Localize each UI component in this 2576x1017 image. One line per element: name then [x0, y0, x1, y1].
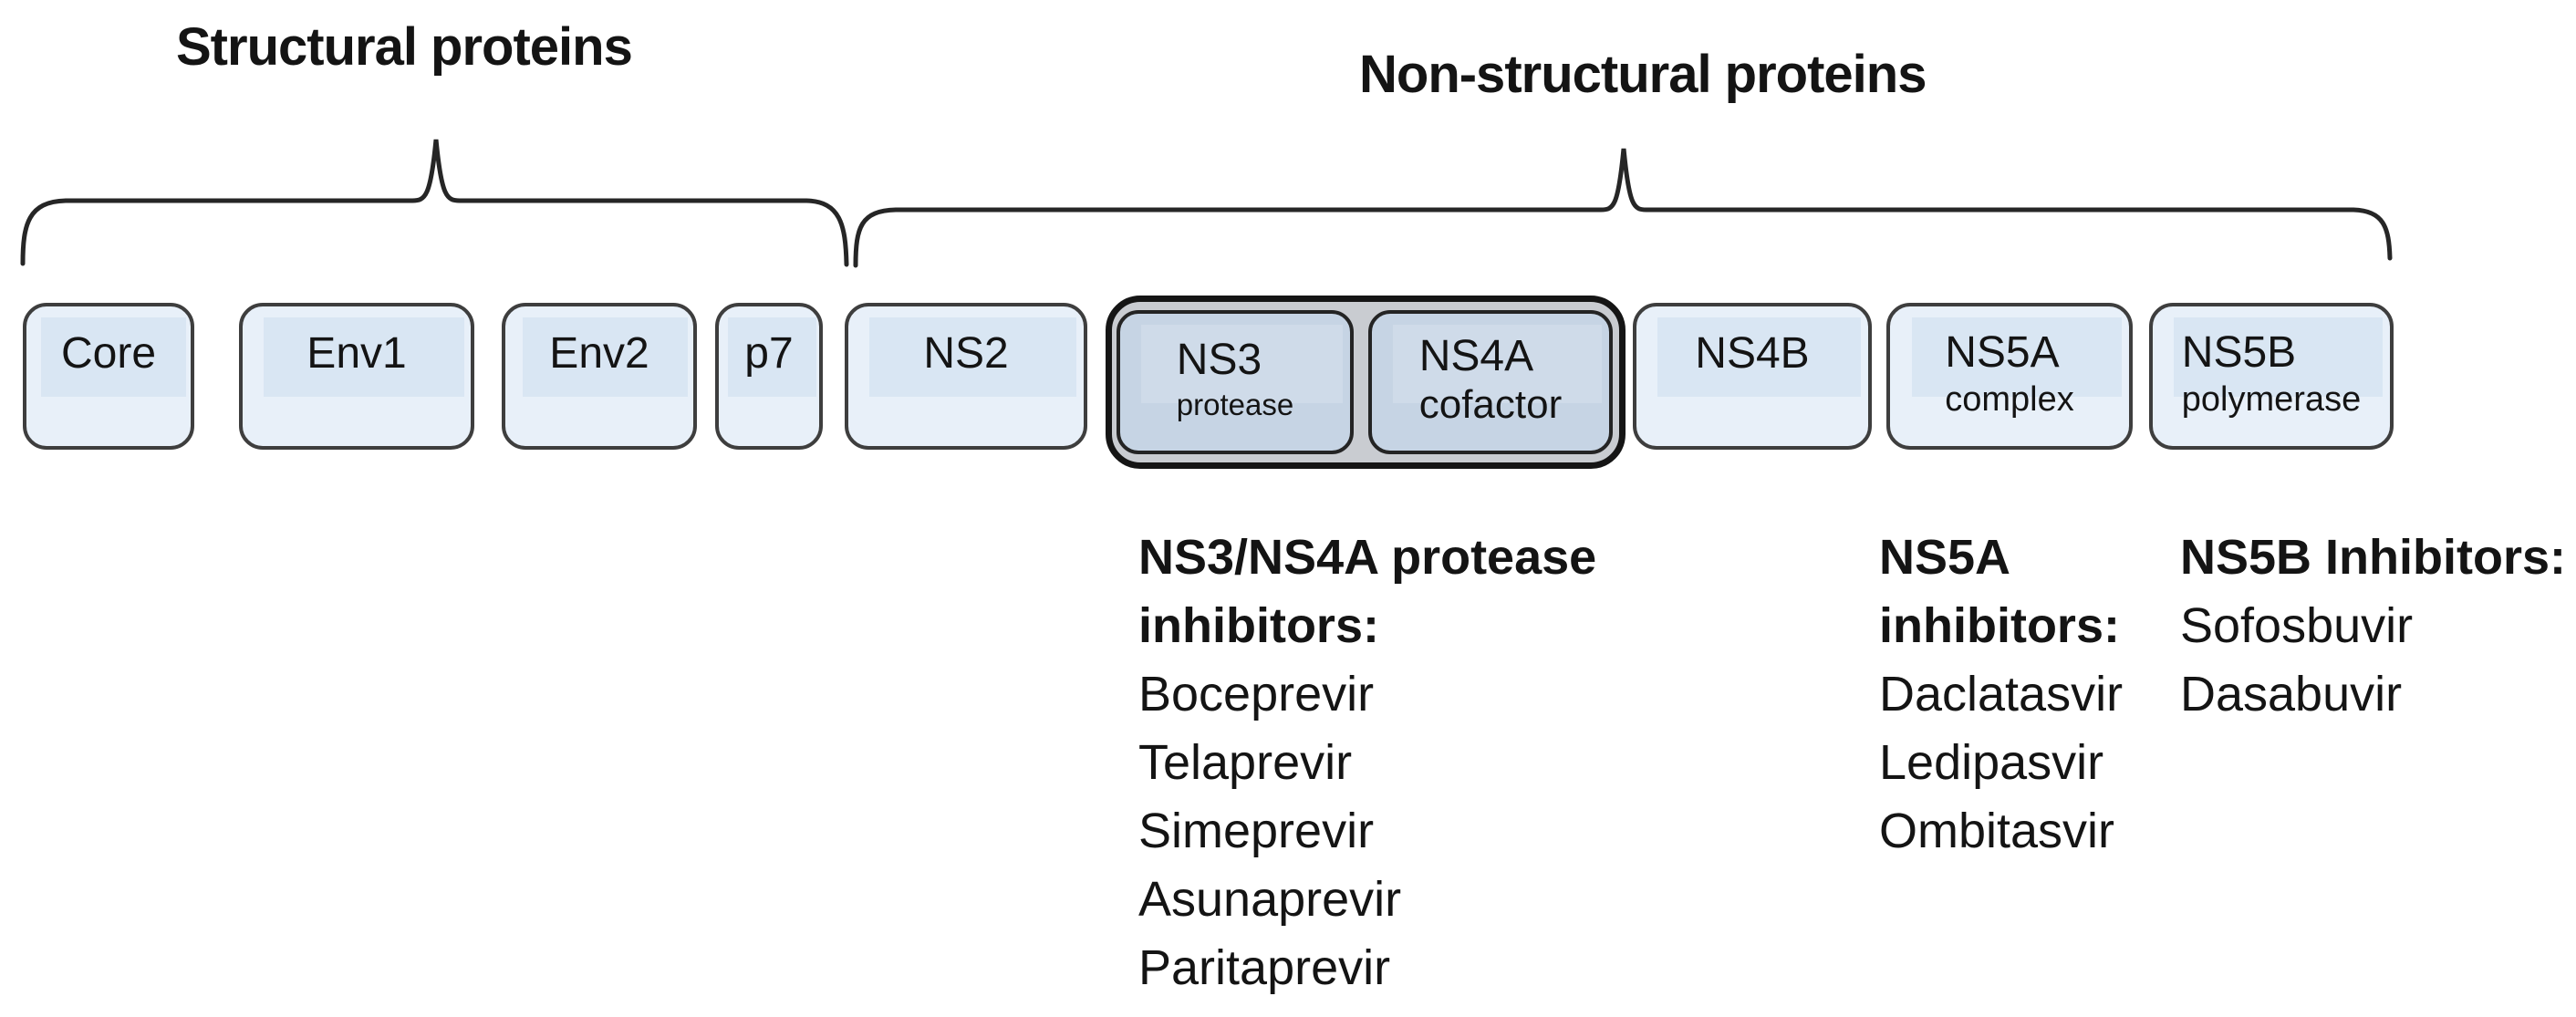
box-sublabel-ns4a: cofactor: [1418, 382, 1563, 427]
drug-list-item: Dasabuvir: [2180, 667, 2403, 721]
protein-box-core: Core: [23, 303, 194, 450]
protein-box-ns3: NS3 protease: [1117, 310, 1354, 454]
drug-list-item: Asunaprevir: [1138, 872, 1402, 927]
box-label-ns5b: NS5B: [2181, 327, 2297, 377]
protein-box-ns4b: NS4B: [1633, 303, 1872, 450]
column-heading-line2: inhibitors:: [1879, 598, 2120, 653]
box-highlight-band: [727, 317, 816, 398]
box-sublabel-ns5a: complex: [1945, 379, 2074, 419]
box-label-env1: Env1: [306, 328, 407, 378]
drug-list-item: Sofosbuvir: [2180, 598, 2414, 653]
column-heading-line1: NS3/NS4A protease: [1138, 530, 1597, 585]
box-label-ns4a: NS4A: [1418, 332, 1534, 380]
protein-box-ns4a: NS4A cofactor: [1368, 310, 1613, 454]
drug-list-item: Ombitasvir: [1879, 804, 2115, 858]
inhibitor-column-ns5a: NS5A inhibitors: Daclatasvir Ledipasvir …: [1879, 524, 2123, 866]
column-heading-line1: NS5B Inhibitors:: [2180, 530, 2567, 585]
non-structural-proteins-title: Non-structural proteins: [1359, 45, 1927, 104]
box-label-env2: Env2: [549, 328, 649, 378]
structural-brace: [20, 139, 849, 267]
column-heading-line2: inhibitors:: [1138, 598, 1379, 653]
box-label-ns4b: NS4B: [1695, 328, 1810, 378]
drug-list-item: Daclatasvir: [1879, 667, 2124, 721]
inhibitor-column-ns5b: NS5B Inhibitors: Sofosbuvir Dasabuvir: [2180, 524, 2566, 729]
box-highlight-band: [522, 317, 688, 398]
box-highlight-band: [1140, 325, 1344, 403]
box-label-ns5a: NS5A: [1945, 327, 2060, 377]
box-highlight-band: [1393, 325, 1603, 403]
box-highlight-band: [41, 317, 186, 398]
drug-list-item: Boceprevir: [1138, 667, 1375, 721]
box-label-core: Core: [60, 328, 157, 378]
protein-box-p7: p7: [715, 303, 823, 450]
box-sublabel-ns3: protease: [1176, 388, 1294, 421]
protein-box-ns2: NS2: [845, 303, 1087, 450]
box-highlight-band: [263, 317, 464, 398]
column-heading-line1: NS5A: [1879, 530, 2011, 585]
box-label-ns2: NS2: [923, 328, 1009, 378]
drug-list-item: Simeprevir: [1138, 804, 1375, 858]
non-structural-brace: [853, 148, 2393, 268]
box-label-p7: p7: [744, 328, 794, 378]
box-label-ns3: NS3: [1176, 336, 1262, 384]
protein-box-ns5b: NS5B polymerase: [2149, 303, 2394, 450]
inhibitor-column-ns3-ns4a: NS3/NS4A protease inhibitors: Boceprevir…: [1138, 524, 1596, 1002]
box-sublabel-ns5b: polymerase: [2181, 379, 2362, 419]
protein-box-env2: Env2: [502, 303, 697, 450]
box-highlight-band: [2174, 317, 2384, 398]
box-highlight-band: [1911, 317, 2123, 398]
drug-list-item: Telaprevir: [1138, 735, 1353, 790]
drug-list-item: Paritaprevir: [1138, 940, 1391, 995]
protein-box-env1: Env1: [239, 303, 474, 450]
box-highlight-band: [869, 317, 1077, 398]
drug-list-item: Ledipasvir: [1879, 735, 2104, 790]
box-highlight-band: [1657, 317, 1862, 398]
structural-proteins-title: Structural proteins: [176, 17, 633, 77]
protein-box-ns5a: NS5A complex: [1886, 303, 2133, 450]
